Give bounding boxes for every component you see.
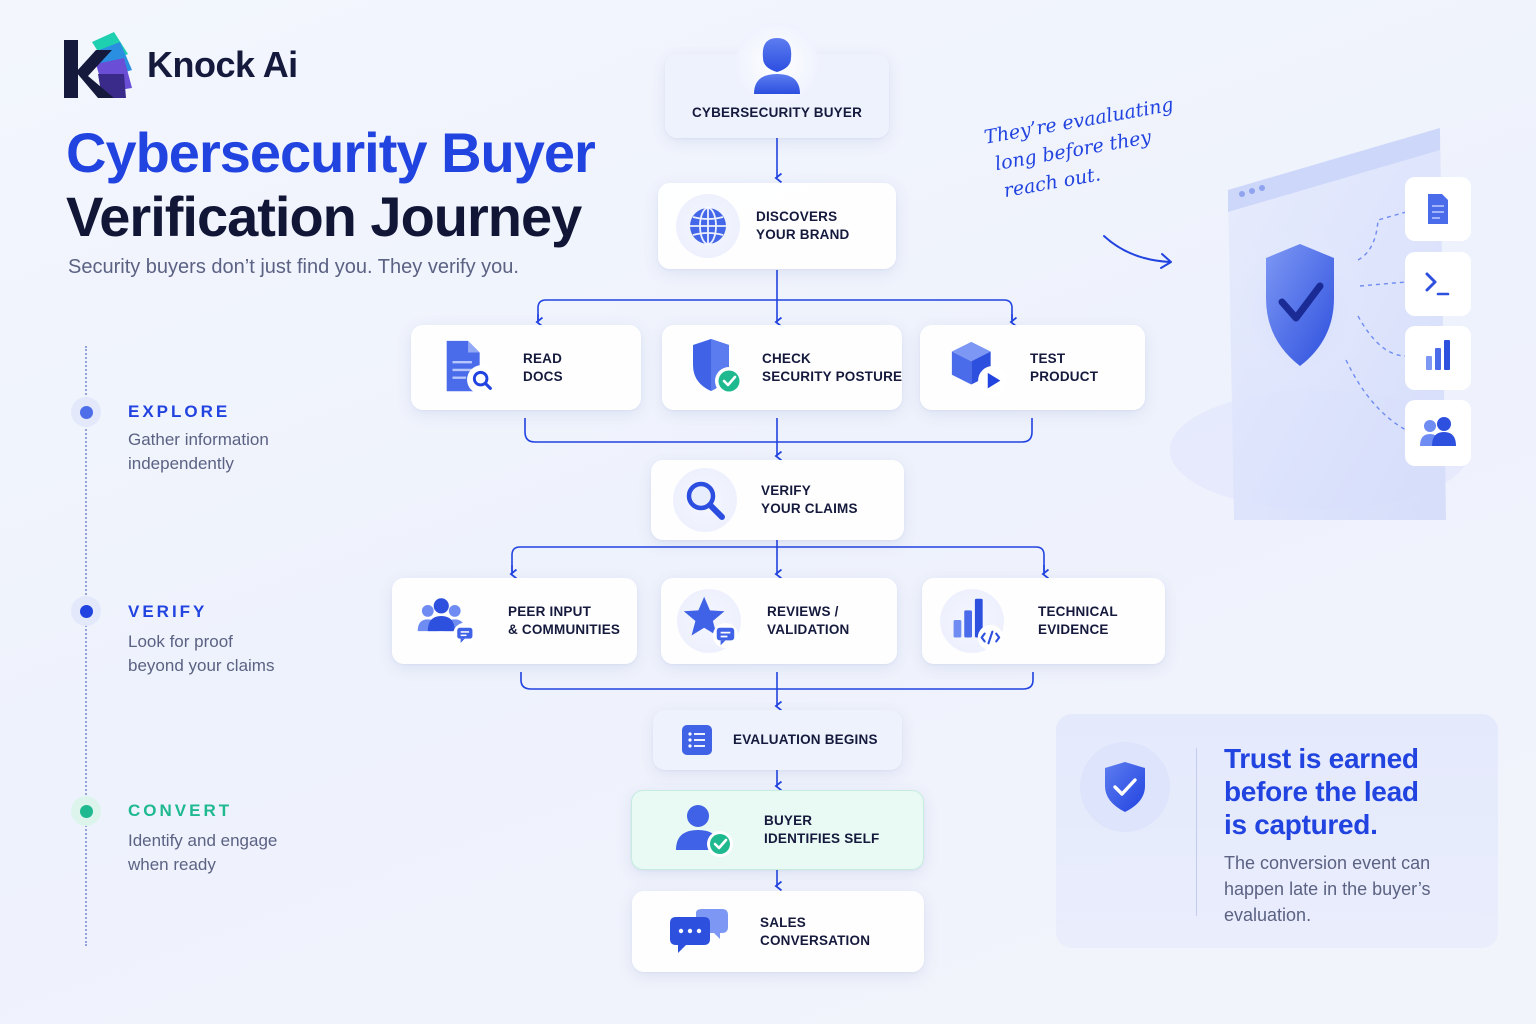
terminal-icon bbox=[1405, 252, 1471, 316]
trust-body-line: evaluation. bbox=[1224, 905, 1312, 925]
stage-desc-convert: Identify and engage when ready bbox=[128, 829, 348, 877]
node-label-line: IDENTIFIES SELF bbox=[764, 831, 880, 846]
chat-bubbles-icon bbox=[670, 908, 728, 953]
node-label-line: PEER INPUT bbox=[508, 604, 592, 619]
node-icon-wrap bbox=[676, 194, 740, 258]
shield-check-icon bbox=[1105, 762, 1145, 812]
stage-label-explore: EXPLORE bbox=[128, 402, 231, 421]
stage-dot-explore bbox=[71, 397, 101, 427]
trust-divider bbox=[1196, 748, 1197, 916]
knock-logo-icon bbox=[64, 32, 132, 98]
node-label: EVALUATION BEGINS bbox=[733, 732, 878, 747]
node-label: READ DOCS bbox=[523, 350, 563, 386]
node-label-line: SECURITY POSTURE bbox=[762, 368, 903, 384]
node-icon-wrap bbox=[677, 589, 741, 653]
node-icon-wrap bbox=[416, 589, 480, 653]
node-label: TEST PRODUCT bbox=[1030, 350, 1098, 386]
trust-body: The conversion event can happen late in … bbox=[1224, 850, 1474, 928]
trust-heading-line: before the lead bbox=[1224, 776, 1419, 807]
node-icon-wrap bbox=[948, 336, 1012, 400]
node-label-line: CONVERSATION bbox=[760, 932, 871, 948]
stage-label-verify: VERIFY bbox=[128, 602, 208, 621]
buyer-avatar bbox=[736, 22, 818, 104]
node-check-security-posture: CHECK SECURITY POSTURE bbox=[662, 325, 902, 410]
node-icon-wrap bbox=[673, 468, 737, 532]
node-icon-wrap bbox=[684, 336, 748, 400]
stage-dot-verify bbox=[71, 596, 101, 626]
magnifier-icon bbox=[686, 481, 725, 520]
node-sales-conversation: SALES CONVERSATION bbox=[632, 891, 924, 972]
node-label-line: TEST bbox=[1030, 350, 1066, 366]
node-label-line: YOUR BRAND bbox=[756, 227, 850, 242]
stage-desc-line: Gather information bbox=[128, 430, 269, 449]
trust-body-line: happen late in the buyer’s bbox=[1224, 879, 1431, 899]
node-discovers-brand: DISCOVERS YOUR BRAND bbox=[658, 183, 896, 269]
node-label: CYBERSECURITY BUYER bbox=[691, 105, 863, 120]
node-label-line: DISCOVERS bbox=[756, 209, 838, 224]
stage-desc-line: Identify and engage bbox=[128, 831, 278, 850]
trust-heading-line: Trust is earned bbox=[1224, 743, 1419, 774]
node-peer-input: PEER INPUT & COMMUNITIES bbox=[392, 578, 637, 664]
node-label-line: YOUR CLAIMS bbox=[761, 501, 858, 516]
node-verify-claims: VERIFY YOUR CLAIMS bbox=[651, 460, 904, 540]
node-label-line: REVIEWS / bbox=[767, 604, 839, 619]
node-label-line: READ bbox=[523, 350, 563, 366]
stage-desc-verify: Look for proof beyond your claims bbox=[128, 630, 348, 678]
node-label-line: SALES bbox=[760, 914, 807, 930]
stage-desc-line: beyond your claims bbox=[128, 656, 275, 675]
page-subtitle: Security buyers don’t just find you. The… bbox=[68, 256, 519, 278]
node-label-line: VALIDATION bbox=[767, 622, 850, 637]
brand-name: Knock Ai bbox=[147, 44, 298, 85]
node-label-line: CHECK bbox=[762, 350, 812, 366]
node-label-line: VERIFY bbox=[761, 483, 811, 498]
node-buyer-identifies-self: BUYER IDENTIFIES SELF bbox=[631, 790, 924, 870]
trust-shield-badge bbox=[1080, 742, 1170, 832]
node-label: SALES CONVERSATION bbox=[760, 914, 870, 950]
node-label: PEER INPUT & COMMUNITIES bbox=[508, 603, 620, 639]
node-icon-wrap bbox=[940, 589, 1004, 653]
trust-body-line: The conversion event can bbox=[1224, 853, 1431, 873]
node-label: CHECK SECURITY POSTURE bbox=[762, 350, 902, 386]
page-title-line-2: Verification Journey bbox=[66, 185, 582, 248]
node-label-line: EVIDENCE bbox=[1038, 622, 1109, 637]
users-chat-icon bbox=[417, 598, 477, 647]
stage-timeline bbox=[85, 346, 87, 946]
node-label-line: DOCS bbox=[523, 368, 563, 384]
node-technical-evidence: TECHNICAL EVIDENCE bbox=[922, 578, 1165, 664]
user-check-icon bbox=[676, 805, 733, 857]
node-label: TECHNICAL EVIDENCE bbox=[1038, 603, 1118, 639]
stage-desc-line: independently bbox=[128, 454, 234, 473]
node-label-line: PRODUCT bbox=[1030, 368, 1099, 384]
star-chat-icon bbox=[683, 596, 739, 649]
node-icon-wrap bbox=[437, 336, 501, 400]
stage-dot-convert bbox=[71, 796, 101, 826]
trust-heading: Trust is earned before the lead is captu… bbox=[1224, 742, 1419, 841]
note-arrow-icon bbox=[1103, 235, 1172, 269]
node-read-docs: READ DOCS bbox=[411, 325, 641, 410]
node-test-product: TEST PRODUCT bbox=[920, 325, 1145, 410]
node-label: REVIEWS / VALIDATION bbox=[767, 603, 850, 639]
cube-play-icon bbox=[951, 341, 1008, 395]
node-label-line: & COMMUNITIES bbox=[508, 622, 621, 637]
node-evaluation-begins: EVALUATION BEGINS bbox=[653, 710, 902, 770]
document-search-icon bbox=[446, 340, 497, 394]
node-label: DISCOVERS YOUR BRAND bbox=[756, 208, 850, 244]
list-icon bbox=[682, 725, 712, 755]
user-icon bbox=[754, 38, 800, 94]
stage-desc-explore: Gather information independently bbox=[128, 428, 348, 476]
stage-desc-line: when ready bbox=[128, 855, 216, 874]
node-label: VERIFY YOUR CLAIMS bbox=[761, 482, 858, 518]
browser-shield-icon bbox=[1170, 128, 1471, 520]
stage-label-convert: CONVERT bbox=[128, 801, 233, 820]
node-reviews-validation: REVIEWS / VALIDATION bbox=[661, 578, 897, 664]
page-title-line-1: Cybersecurity Buyer bbox=[66, 121, 596, 184]
node-label: BUYER IDENTIFIES SELF bbox=[764, 812, 880, 848]
trust-heading-line: is captured. bbox=[1224, 809, 1378, 840]
node-label-line: TECHNICAL bbox=[1038, 604, 1118, 619]
shield-check-icon bbox=[693, 338, 743, 395]
globe-icon bbox=[690, 207, 726, 245]
bar-chart-code-icon bbox=[953, 598, 1004, 651]
stage-desc-line: Look for proof bbox=[128, 632, 233, 651]
node-label-line: BUYER bbox=[764, 813, 813, 828]
